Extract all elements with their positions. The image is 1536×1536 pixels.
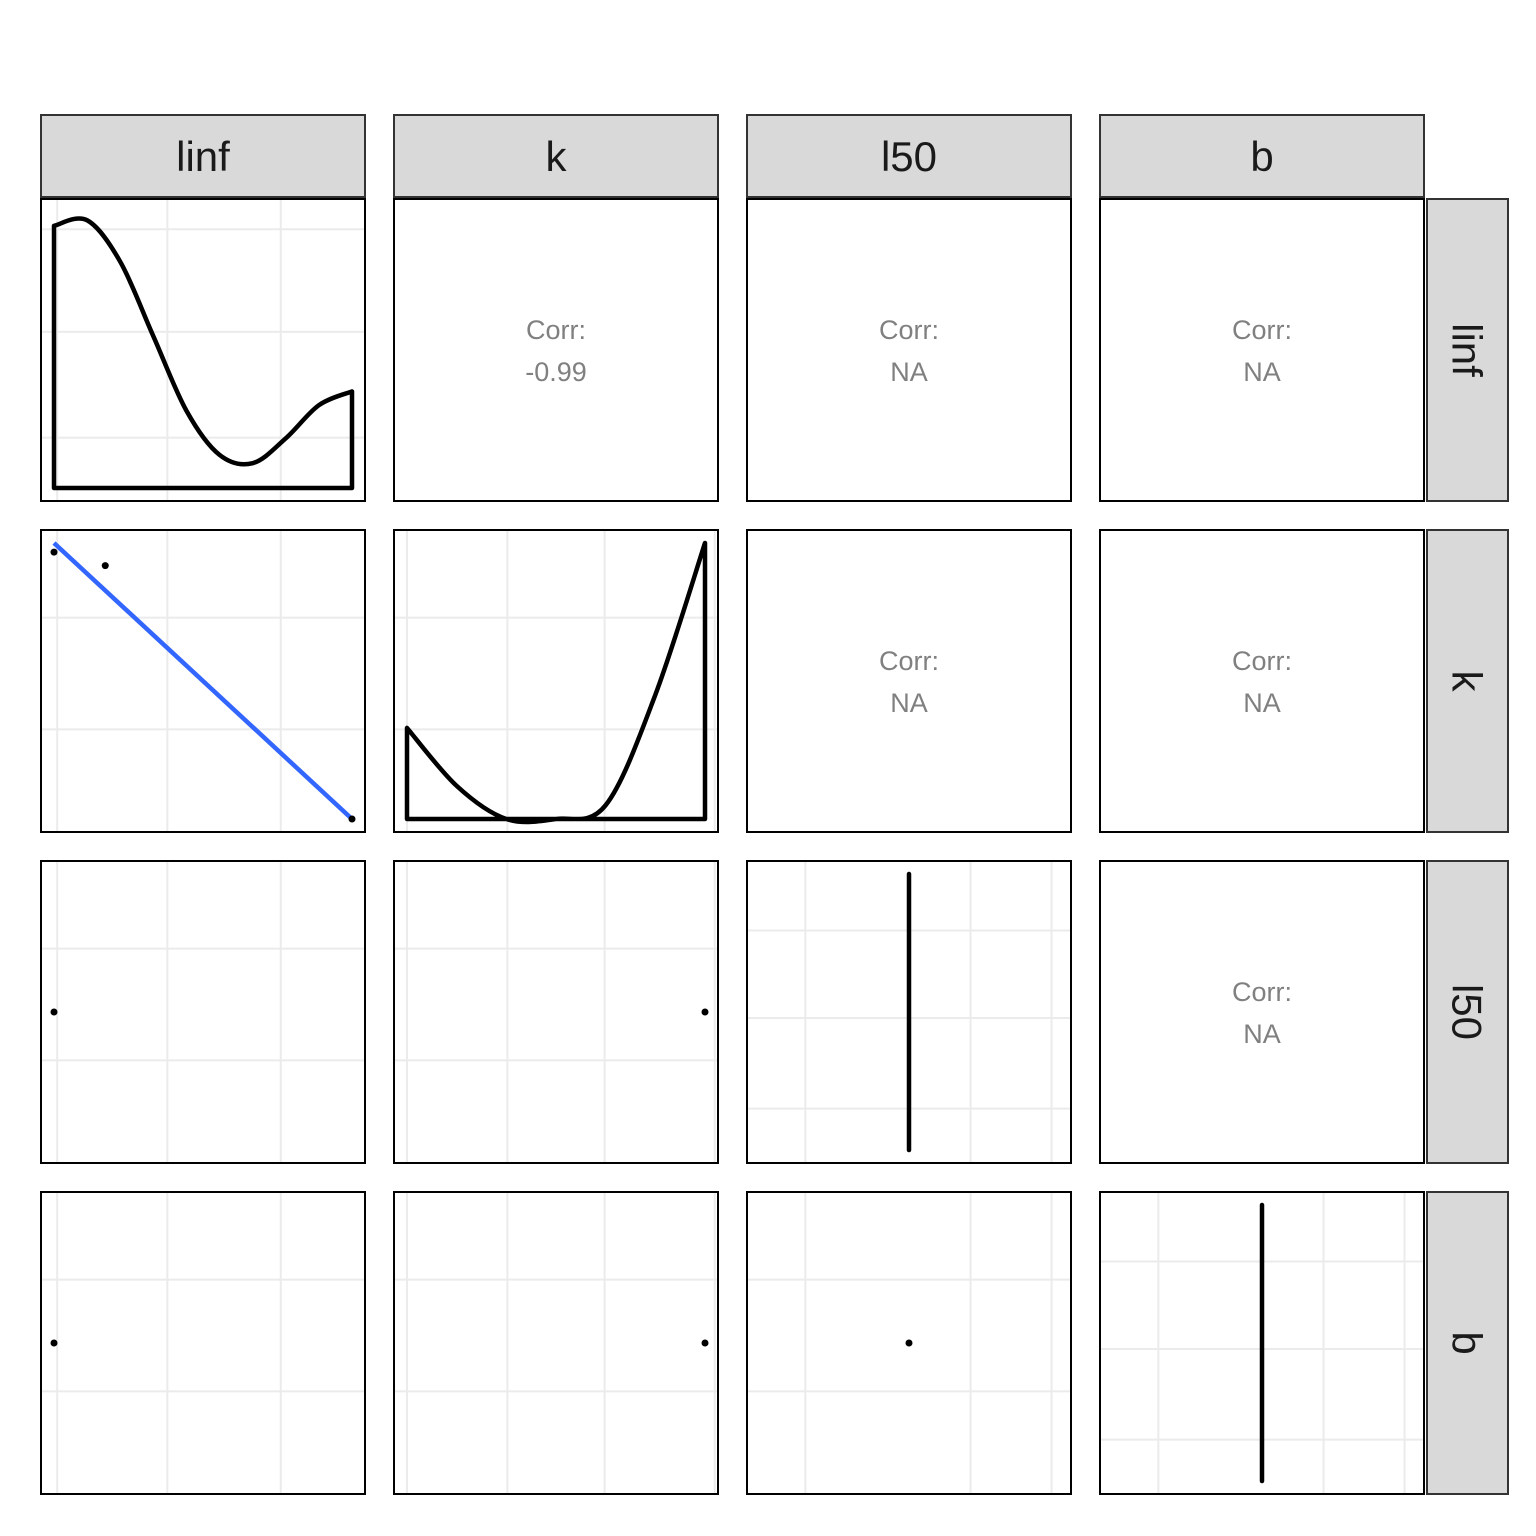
scatter-point [701,1008,709,1016]
column-strip-box [40,114,366,198]
panel-border [746,529,1072,833]
panel-background [747,530,1071,832]
column-strip-b: b [1099,114,1425,198]
density-curve-k [404,540,708,825]
scatter-point [905,1339,913,1347]
panel-border [393,198,719,502]
corr-label: Corr: [879,315,939,345]
scatter-point [50,548,58,556]
panel-border [40,1191,366,1495]
panel-r2-c1 [393,860,719,1164]
panel-background [1100,861,1424,1163]
row-strip-label: b [1444,1331,1491,1354]
panel-border [746,860,1072,1164]
panel-r3-c0 [40,1191,366,1495]
panel-r1-c2: Corr: NA [746,529,1072,833]
panel-r1-c3: Corr: NA [1099,529,1425,833]
corr-label: Corr: [526,315,586,345]
fit-line [52,541,354,821]
panel-background [41,1192,365,1494]
panel-background [1100,199,1424,501]
panel-r1-c0 [40,529,366,833]
row-strip-l50: l50 [1426,860,1509,1164]
panel-r0-c3: Corr: NA [1099,198,1425,502]
panel-border [746,198,1072,502]
column-strip-label: l50 [881,133,937,180]
column-strip-label: k [546,133,568,180]
column-strip-l50: l50 [746,114,1072,198]
column-strip-linf: linf [40,114,366,198]
corr-value: NA [1243,688,1281,718]
row-strip-box [1426,860,1509,1164]
row-strip-linf: linf [1426,198,1509,502]
corr-label: Corr: [1232,646,1292,676]
panel-border [746,1191,1072,1495]
row-strip-box [1426,529,1509,833]
row-strip-b: b [1426,1191,1509,1495]
column-strip-box [746,114,1072,198]
row-strip-label: k [1444,671,1491,693]
panel-r3-c1 [393,1191,719,1495]
row-strip-k: k [1426,529,1509,833]
panel-border [40,198,366,502]
panel-background [747,199,1071,501]
panel-border [40,529,366,833]
row-strip-box [1426,198,1509,502]
density-curve-linf [51,216,355,491]
row-strip-label: linf [1444,323,1491,377]
panel-grid: Corr:-0.99Corr:NACorr:NACorr:NACorr:NACo… [40,198,1425,1495]
corr-value: -0.99 [525,357,587,387]
corr-label: Corr: [1232,315,1292,345]
panel-border [1099,529,1425,833]
corr-value: NA [890,688,928,718]
panel-border [393,529,719,833]
panel-background [41,861,365,1163]
row-strip-label: l50 [1444,984,1491,1040]
corr-label: Corr: [879,646,939,676]
panel-background [1100,530,1424,832]
panel-r1-c1 [393,529,719,833]
panel-r2-c3: Corr: NA [1099,860,1425,1164]
panel-r2-c0 [40,860,366,1164]
panel-r3-c2 [746,1191,1072,1495]
panel-border [1099,1191,1425,1495]
panel-r2-c2 [746,860,1072,1164]
column-strip-box [1099,114,1425,198]
panel-border [1099,860,1425,1164]
panel-background [394,1192,718,1494]
column-strip-box [393,114,719,198]
column-strip-k: k [393,114,719,198]
panel-border [393,860,719,1164]
panel-background [394,530,718,832]
corr-label: Corr: [1232,977,1292,1007]
panel-r0-c0 [40,198,366,502]
row-strip-box [1426,1191,1509,1495]
panel-border [1099,198,1425,502]
scatter-point [50,1008,58,1016]
scatter-point [50,1339,58,1347]
panel-border [40,860,366,1164]
corr-value: NA [890,357,928,387]
scatter-point [701,1339,709,1347]
column-strips: linf k l50 b [40,114,1425,198]
panel-r0-c1: Corr: -0.99 [393,198,719,502]
panel-background [394,861,718,1163]
panel-background [41,199,365,501]
scatter-point [348,815,356,823]
panel-r0-c2: Corr: NA [746,198,1072,502]
column-strip-label: b [1250,133,1273,180]
panel-border [393,1191,719,1495]
scatter-point [101,562,109,570]
column-strip-label: linf [176,133,230,180]
corr-value: NA [1243,1019,1281,1049]
panel-background [394,199,718,501]
panel-r3-c3 [1099,1191,1425,1495]
corr-value: NA [1243,357,1281,387]
row-strips: linf k l50 b [1426,198,1509,1495]
